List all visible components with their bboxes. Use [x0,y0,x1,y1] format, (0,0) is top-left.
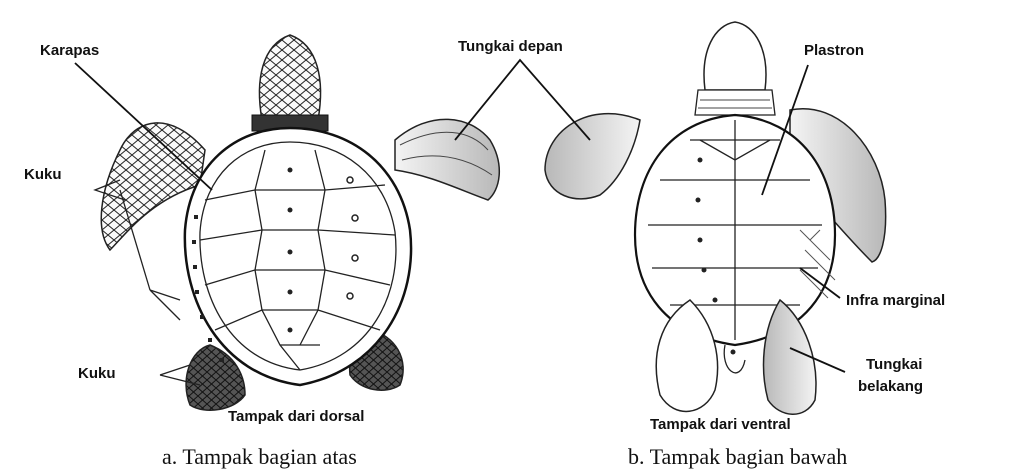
caption-left: a. Tampak bagian atas [162,444,357,470]
right-front-flipper [395,119,499,200]
left-front-flipper-ventral [545,114,640,199]
label-infra-marginal: Infra marginal [846,292,945,310]
label-dorsal-view: Tampak dari dorsal [228,408,364,426]
dorsal-turtle [75,35,499,410]
label-plastron: Plastron [804,42,864,60]
turtle-head-ventral [704,22,766,90]
label-tungkai-belakang-line1: Tungkai [866,356,922,374]
turtle-head [259,35,320,120]
ventral-turtle [455,22,886,414]
label-karapas: Karapas [40,42,99,60]
label-kuku-top: Kuku [24,166,62,184]
label-tungkai-depan: Tungkai depan [458,38,563,56]
caption-right: b. Tampak bagian bawah [628,444,847,470]
label-kuku-bottom: Kuku [78,365,116,383]
label-ventral-view: Tampak dari ventral [650,416,791,434]
right-rear-flipper-ventral [764,300,816,414]
label-tungkai-belakang-line2: belakang [858,378,923,396]
